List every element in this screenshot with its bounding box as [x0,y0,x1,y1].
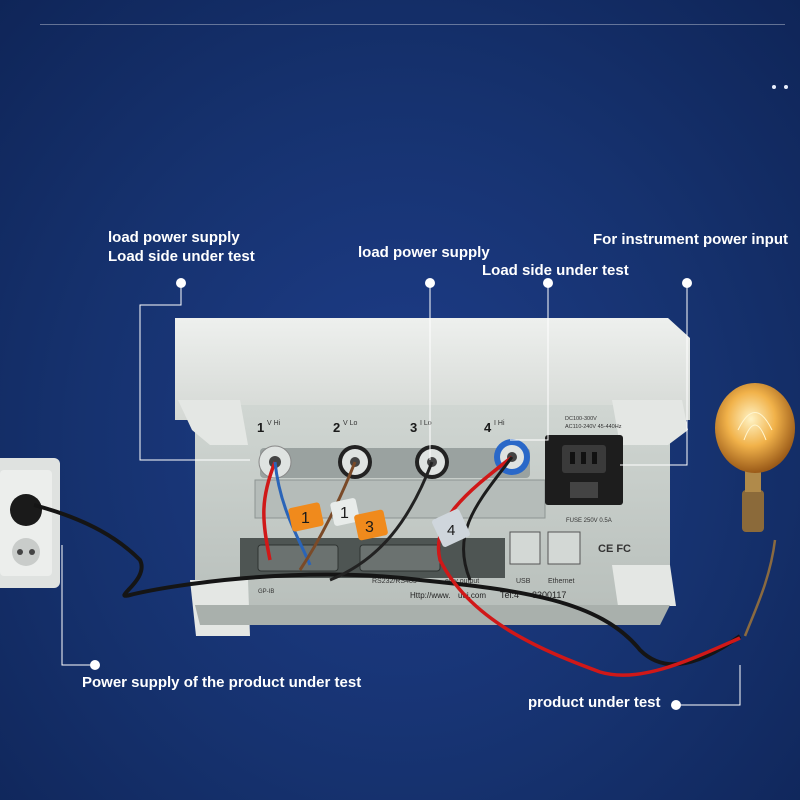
terminal-4-num: 4 [484,420,492,435]
usb-port [509,531,541,565]
terminal-1-sub: V Hi [267,420,281,427]
device-foot [178,400,248,445]
decor-dot [772,85,776,89]
fuse-label: FUSE 250V 0.5A [566,518,612,524]
callout-right: For instrument power input [593,231,788,248]
device-foot [612,400,688,445]
wire-blue-1 [273,461,312,566]
callout-left-line1: load power supply [108,229,240,246]
port-label-usb: USB [516,578,531,585]
tel-end: 8300117 [532,590,566,600]
light-bulb [715,383,795,637]
power-spec-1: DC100-300V [565,416,597,422]
callout-bottom-left: Power supply of the product under test [82,674,362,691]
terminal-4-sub: I Hi [494,420,505,427]
power-spec-2: AC110-240V 45-440Hz [565,424,622,430]
wire-tag-3: 3 [354,509,388,541]
device-base [195,605,670,625]
wire-red-4 [436,455,741,677]
terminal-1-num: 1 [257,420,264,435]
svg-text:3: 3 [365,519,374,536]
svg-text:1: 1 [301,510,310,527]
power-cord [33,503,742,667]
wire-tag-4: 4 [432,509,470,547]
device-foot [612,565,676,606]
port-label-relay: elay output [445,578,479,585]
svg-text:4: 4 [447,522,455,539]
wall-socket [0,458,60,588]
device-top [175,318,690,420]
terminal-2-num: 2 [333,420,340,435]
top-divider-line [40,24,785,25]
wire-black-4 [462,456,514,581]
callout-mid-line1: load power supply [358,244,490,261]
port-label-rs232: RS232/RS485 [372,578,417,585]
ce-mark: CE FC [598,543,631,555]
website-end: uui.com [458,591,486,600]
wire-tag-1: 1 [288,502,324,532]
port-label-ethernet: Ethernet [548,578,575,585]
callout-mid-line2: Load side under test [482,262,629,279]
decor-dot [784,85,788,89]
callout-left-line2: Load side under test [108,248,255,265]
wire-black-3 [329,461,434,582]
svg-text:1: 1 [340,505,349,522]
wire-tag-2: 1 [330,498,360,526]
tel-label: Tel:4 [500,590,519,600]
wire-red-1 [262,461,277,561]
website-label: Http://www. [410,591,450,600]
terminal-3-num: 3 [410,420,417,435]
terminal-bar [260,448,530,478]
ethernet-port [547,531,581,565]
terminal-3-sub: I Lo [420,420,432,427]
callout-bottom-right: product under test [528,694,661,711]
wire-brown-2 [298,461,357,571]
terminal-2-sub: V Lo [343,420,358,427]
callout-dots [90,278,692,710]
gpib-label: GP-IB [258,589,274,595]
callout-leaders [61,283,741,706]
